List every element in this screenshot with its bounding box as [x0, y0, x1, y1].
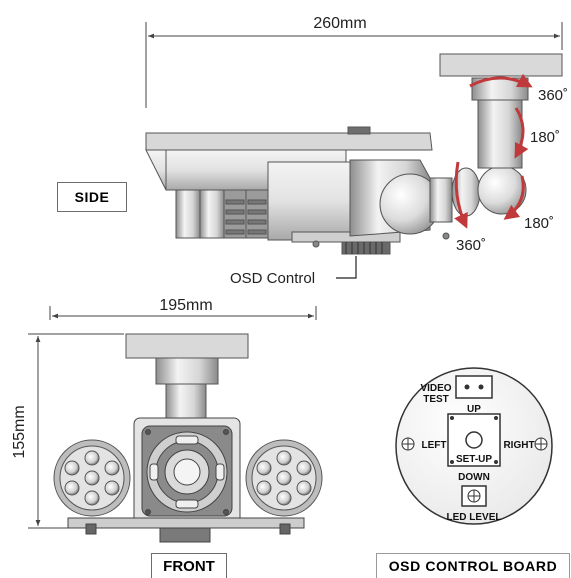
length-dimension-label: 260mm: [313, 15, 366, 32]
rotation-arrows: [454, 73, 533, 229]
osd-control-label: OSD Control: [230, 270, 315, 287]
side-view: 260mm: [145, 15, 568, 287]
height-dimension: [28, 333, 124, 529]
pan-label-bottom: 360˚: [456, 237, 486, 254]
front-mount: [125, 333, 249, 419]
side-housing: [145, 53, 563, 255]
front-view-label: FRONT: [151, 553, 227, 578]
video-test-connector: [455, 375, 493, 399]
test-label: TEST: [423, 394, 449, 405]
set-up-label: SET-UP: [456, 454, 492, 465]
tilt-arrow-top: [514, 107, 529, 159]
led-level-label: LED LEVEL: [446, 512, 501, 523]
ir-lamp-right: [245, 439, 323, 517]
tilt-label-top: 180˚: [530, 129, 560, 146]
video-label: VIDEO: [420, 383, 451, 394]
width-dimension-label: 195mm: [159, 297, 212, 314]
front-base-plate: [67, 517, 305, 543]
pan-arrow-top: [469, 73, 533, 88]
screw-icon: [401, 437, 548, 451]
tilt-label-bottom: 180˚: [524, 215, 554, 232]
front-view: 195mm 155mm: [11, 297, 323, 543]
front-housing: [133, 417, 241, 525]
osd-control-board: VIDEO TEST UP SET-UP DOWN LEFT RIGHT LED…: [395, 367, 553, 525]
pan-arrow-bottom: [454, 161, 468, 229]
osd-control-leader: [336, 256, 357, 279]
osd-board-label: OSD CONTROL BOARD: [376, 553, 570, 578]
tilt-arrow-bottom: [503, 175, 525, 220]
height-dimension-label: 155mm: [11, 405, 28, 458]
width-dimension: [49, 306, 317, 320]
ir-lamp-left: [53, 439, 131, 517]
length-dimension: [145, 22, 563, 108]
down-label: DOWN: [458, 472, 490, 483]
up-label: UP: [467, 404, 481, 415]
side-view-label: SIDE: [57, 182, 127, 212]
right-label: RIGHT: [503, 440, 534, 451]
pan-label-top: 360˚: [538, 87, 568, 104]
left-label: LEFT: [422, 440, 447, 451]
